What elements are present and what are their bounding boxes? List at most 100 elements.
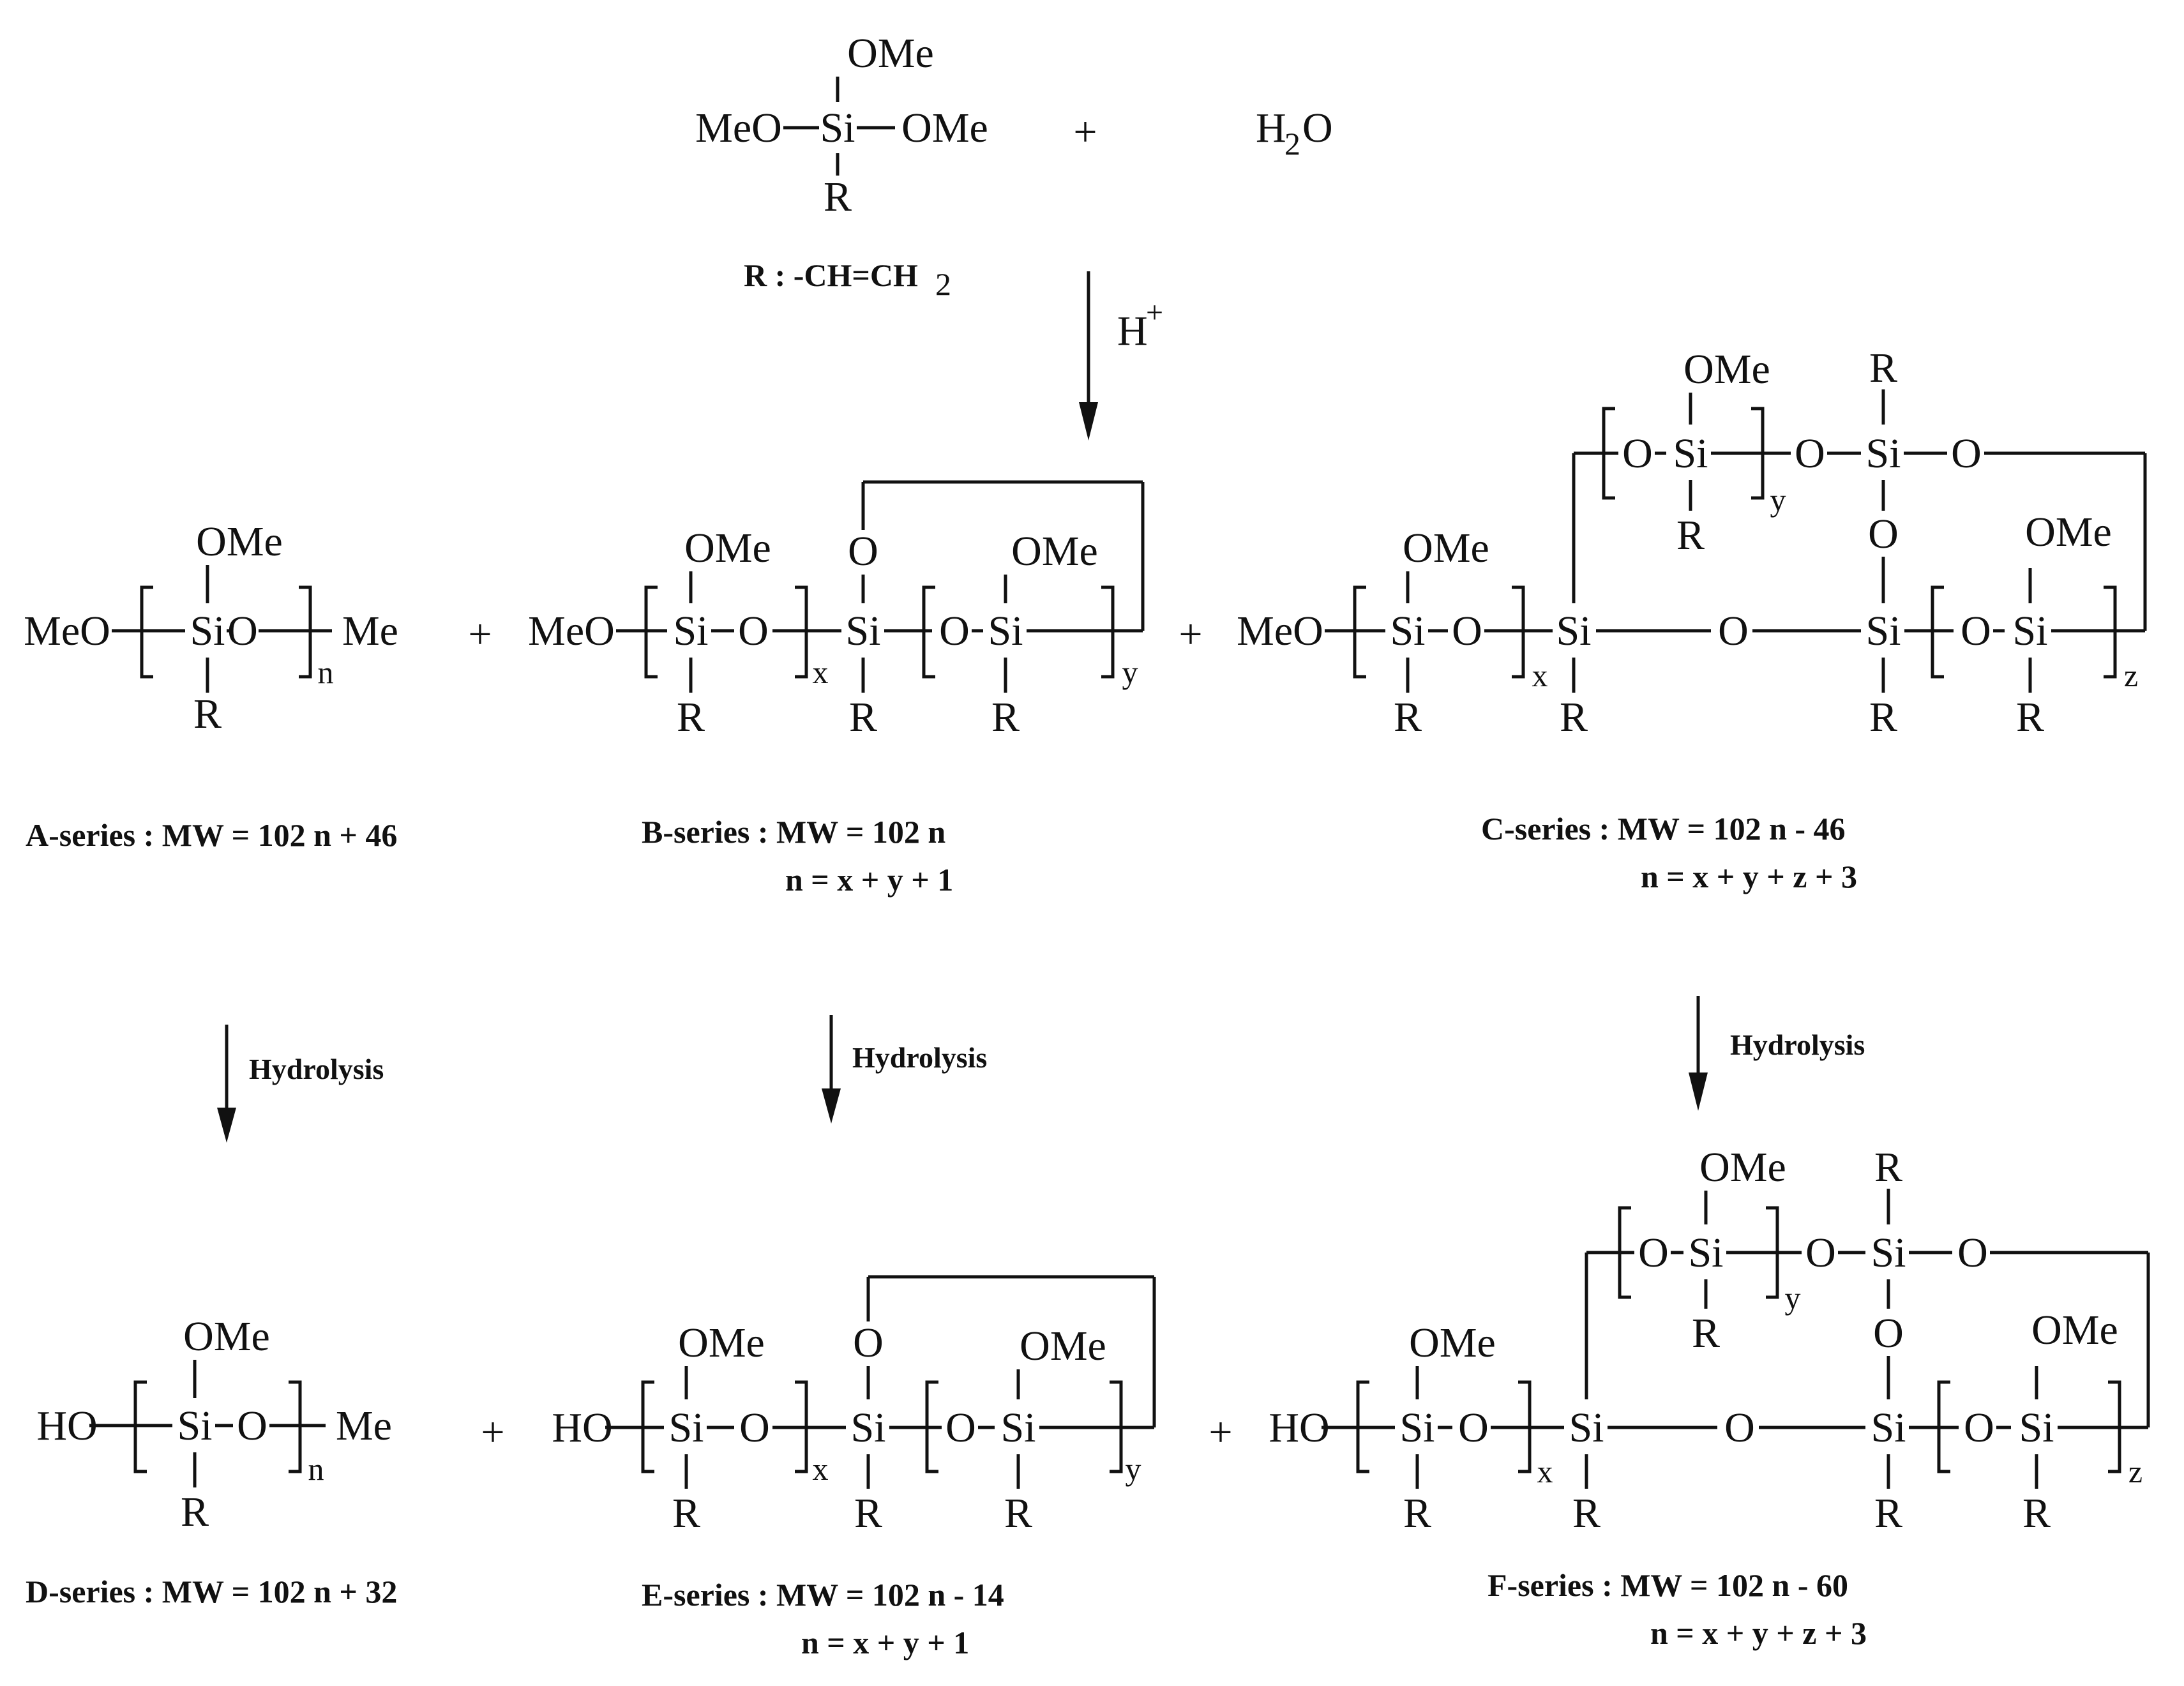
atom-r: R [824,174,852,220]
atom-si: Si [2019,1404,2054,1451]
atom-o: O [1795,430,1825,477]
caption-c-series: C-series : MW = 102 n - 46 [1481,811,1846,847]
structure-f-series: HO Si O OMe R x Si R O Si OMe R y O [1269,1144,2150,1537]
atom-o: O [1957,1230,1988,1276]
atom-o: O [1961,608,1991,654]
catalyst-h: H [1117,308,1148,354]
atom-si: Si [1688,1230,1723,1276]
caption-e-n: n = x + y + 1 [801,1625,969,1660]
bracket-right [2104,585,2117,679]
atom-r: R [1394,694,1422,741]
atom-si: Si [1399,1404,1435,1451]
subscript-y: y [1122,654,1138,690]
atom-o: O [1718,608,1749,654]
structure-b-series: MeO Si O OMe R x Si O R O Si OMe R y [528,480,1145,741]
atom-r: R [181,1489,209,1535]
atom-ome: OMe [901,105,988,151]
atom-ho: HO [1269,1404,1329,1451]
structure-d-series: HO Si O OMe R n Me [36,1313,392,1535]
hydrolysis-arrow-c: Hydrolysis [1689,996,1865,1111]
water-subscript: 2 [1284,126,1300,162]
catalyst-charge: + [1146,296,1163,329]
atom-r: R [677,694,705,741]
plus-sign: + [468,611,492,658]
caption-d-series: D-series : MW = 102 n + 32 [26,1574,397,1609]
atom-si: Si [1000,1404,1036,1451]
atom-ho: HO [36,1403,97,1449]
atom-r: R [2022,1490,2051,1537]
atom-si: Si [2012,608,2047,654]
atom-si: Si [177,1403,212,1449]
subscript-y: y [1785,1280,1801,1316]
bracket-right [1110,1380,1123,1473]
atom-me: Me [342,608,398,654]
subscript-x: x [1532,658,1548,693]
structure-e-series: HO Si O OMe R x Si O R O Si OMe R y [552,1275,1156,1537]
atom-o: O [1964,1404,1994,1451]
atom-o: O [1638,1230,1669,1276]
atom-r: R [1874,1490,1902,1537]
atom-o: O [739,1404,770,1451]
structure-c-series: MeO Si O OMe R x Si R O Si OMe R y O [1237,345,2147,741]
atom-meo: MeO [695,105,782,151]
atom-si: Si [668,1404,704,1451]
subscript-x: x [1537,1454,1553,1489]
atom-o: O [939,608,970,654]
plus-sign: + [1209,1409,1232,1456]
reactant-silane: OMe MeO Si OMe R [695,30,988,220]
atom-o: O [853,1320,884,1366]
atom-me: Me [336,1403,392,1449]
hydrolysis-arrow-a: Hydrolysis [217,1025,384,1143]
atom-ome: OMe [2025,509,2112,555]
r-definition-subscript: 2 [935,266,951,302]
subscript-x: x [813,1451,829,1487]
atom-o: O [848,528,878,575]
atom-r: R [1004,1490,1032,1537]
arrow-head [1079,402,1098,440]
hydrolysis-arrow-b: Hydrolysis [822,1015,987,1124]
subscript-y: y [1770,482,1786,518]
atom-ome: OMe [196,518,283,565]
atom-si: Si [1871,1404,1906,1451]
structure-a-series: MeO Si O OMe R n Me [24,518,398,737]
atom-r: R [1572,1490,1600,1537]
atom-o: O [1724,1404,1755,1451]
atom-si: Si [1865,430,1901,477]
atom-r: R [193,691,222,737]
arrow-head [822,1088,841,1124]
atom-si: Si [988,608,1023,654]
atom-r: R [1692,1310,1720,1357]
atom-ome: OMe [1409,1320,1496,1366]
atom-r: R [1676,512,1705,559]
atom-ome: OMe [684,525,771,571]
subscript-z: z [2128,1454,2143,1489]
atom-r: R [1403,1490,1431,1537]
atom-ome: OMe [1699,1144,1786,1191]
atom-ome: OMe [1683,346,1770,393]
bracket-right [2108,1380,2121,1473]
arrow-head [1689,1073,1708,1111]
plus-sign: + [481,1409,504,1456]
atom-si: Si [1556,608,1591,654]
acid-catalysis-arrow: H + [1079,271,1163,440]
hydrolysis-label: Hydrolysis [1730,1028,1865,1061]
atom-ome: OMe [2031,1307,2118,1353]
bracket-right [1101,585,1115,679]
plus-sign: + [1179,611,1202,658]
arrow-head [217,1108,236,1143]
atom-ome: OMe [1011,528,1098,575]
reactant-water: H 2 O [1256,105,1333,162]
subscript-n: n [308,1451,324,1487]
hydrolysis-label: Hydrolysis [852,1041,987,1074]
atom-ome: OMe [183,1313,270,1360]
atom-o: O [1951,430,1982,477]
r-definition: R : -CH=CH 2 [744,257,951,302]
atom-r: R [1869,345,1897,391]
atom-o: O [237,1403,267,1449]
atom-o: O [1868,511,1899,557]
atom-si: Si [845,608,880,654]
subscript-y: y [1126,1451,1141,1487]
atom-ome: OMe [1020,1323,1106,1369]
caption-f-n: n = x + y + z + 3 [1650,1615,1867,1651]
